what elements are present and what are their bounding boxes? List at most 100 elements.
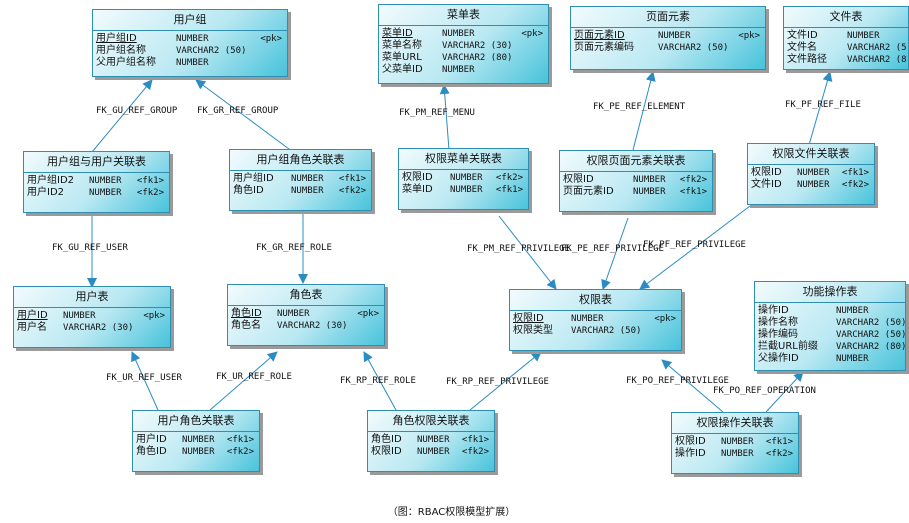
column-name: 父操作ID — [758, 353, 799, 364]
column-type: VARCHAR2 (50) — [836, 318, 907, 328]
column-type: NUMBER — [291, 174, 324, 184]
column-name: 权限类型 — [513, 325, 553, 336]
label-fk-po-ref-operation: FK_PO_REF_OPERATION — [713, 386, 816, 396]
column-type: VARCHAR2 (8 — [847, 55, 907, 65]
column-name: 用户组ID — [233, 173, 274, 184]
label-fk-gr-ref-role: FK_GR_REF_ROLE — [256, 243, 332, 253]
column-key: <fk1> — [136, 176, 164, 186]
column-key: <fk1> — [461, 435, 489, 445]
entity-title: 功能操作表 — [755, 282, 905, 303]
column-type: VARCHAR2 (30) — [442, 41, 513, 51]
column-name: 文件路径 — [787, 54, 827, 65]
column-name: 页面元素编码 — [574, 42, 634, 53]
column-name: 操作ID — [675, 448, 706, 459]
column-key: <fk2> — [461, 447, 489, 457]
column-key: <fk1> — [226, 435, 254, 445]
column-row: 文件路径 VARCHAR2 (8 — [787, 54, 907, 66]
column-name: 用户组ID — [96, 33, 137, 44]
column-name: 权限ID — [371, 446, 402, 457]
entity-title: 权限操作关联表 — [672, 413, 798, 434]
column-type: NUMBER — [450, 185, 483, 195]
column-type: VARCHAR2 (50) — [176, 46, 247, 56]
column-name: 角色ID — [233, 185, 264, 196]
column-name: 菜单名称 — [382, 40, 422, 51]
label-fk-pf-ref-file: FK_PF_REF_FILE — [785, 100, 861, 110]
column-type: NUMBER — [847, 31, 880, 41]
column-key: <fk2> — [679, 175, 707, 185]
entity-title: 权限页面元素关联表 — [560, 151, 712, 172]
column-name: 角色ID — [231, 308, 262, 319]
column-key: <pk> — [357, 309, 379, 319]
label-fk-po-ref-privilege: FK_PO_REF_PRIVILEGE — [626, 376, 729, 386]
link-ur-role — [209, 351, 278, 411]
column-key: <pk> — [654, 314, 676, 324]
entity-title: 权限菜单关联表 — [399, 149, 528, 170]
column-key: <pk> — [521, 29, 543, 39]
column-type: NUMBER — [797, 180, 830, 190]
column-key: <pk> — [738, 31, 760, 41]
column-name: 拦截URL前缀 — [758, 341, 818, 352]
link-po-privilege — [661, 359, 724, 413]
column-type: NUMBER — [182, 435, 215, 445]
column-key: <fk2> — [136, 188, 164, 198]
column-name: 权限ID — [402, 172, 433, 183]
entity-title: 用户表 — [14, 287, 170, 308]
column-name: 菜单URL — [382, 52, 422, 63]
column-key: <fk1> — [338, 174, 366, 184]
column-type: NUMBER — [721, 449, 754, 459]
column-name: 文件ID — [751, 179, 782, 190]
column-name: 操作ID — [758, 305, 789, 316]
column-type: NUMBER — [450, 173, 483, 183]
label-fk-rp-ref-role: FK_RP_REF_ROLE — [340, 376, 416, 386]
column-row: 用户组ID NUMBER <fk1> — [233, 173, 368, 185]
column-name: 用户组ID2 — [27, 175, 75, 186]
link-pm-privilege — [498, 215, 557, 290]
column-name: 操作名称 — [758, 317, 798, 328]
label-fk-pm-ref-privilege: FK_PM_REF_PRIVILEGE — [467, 244, 570, 254]
column-row: 操作ID NUMBER <fk2> — [675, 448, 795, 460]
column-row: 菜单名称 VARCHAR2 (30) — [382, 40, 545, 52]
link-pf-file — [808, 71, 833, 146]
column-type: NUMBER — [176, 34, 209, 44]
column-type: NUMBER — [63, 311, 96, 321]
column-key: <fk2> — [765, 449, 793, 459]
column-name: 用户ID2 — [27, 187, 65, 198]
column-type: VARCHAR2 (50) — [658, 43, 729, 53]
